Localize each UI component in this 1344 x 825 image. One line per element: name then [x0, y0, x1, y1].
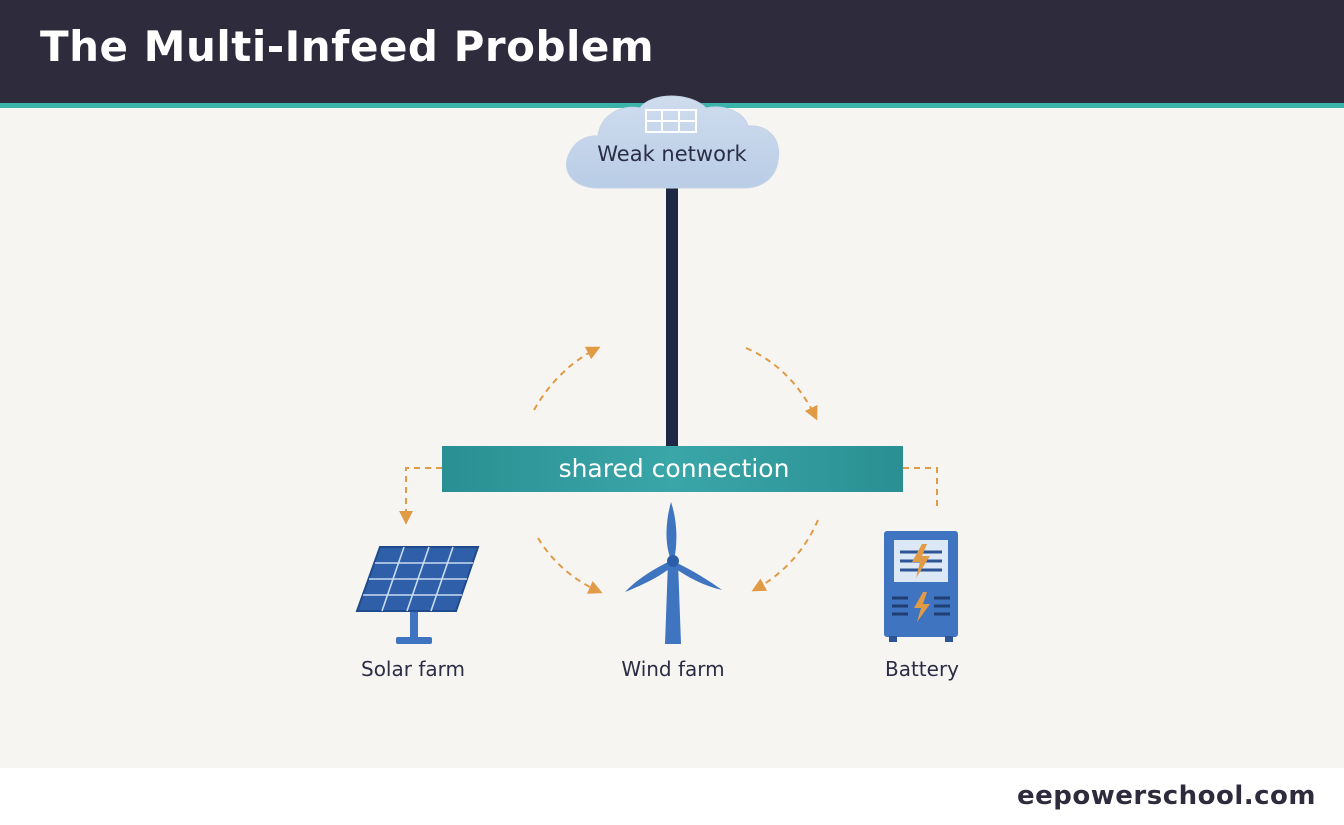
arrow-upper-left	[533, 346, 601, 411]
weak-network-label: Weak network	[597, 142, 747, 166]
arrow-lower-left	[537, 537, 603, 594]
arrow-upper-right	[745, 347, 818, 421]
footer-brand: eepowerschool.com	[1017, 781, 1316, 811]
wind-farm-label: Wind farm	[621, 657, 724, 681]
battery-storage-icon	[884, 531, 958, 642]
solar-farm-label: Solar farm	[361, 657, 465, 681]
arrow-right-connector	[903, 467, 938, 508]
arrow-left-connector	[399, 467, 442, 525]
page-title: The Multi-Infeed Problem	[40, 22, 655, 71]
grid-icon	[645, 109, 697, 133]
network-feeder-line	[666, 180, 678, 448]
weak-network-cloud: Weak network	[566, 95, 780, 189]
arrow-lower-right	[751, 519, 819, 592]
interaction-arrows	[399, 346, 938, 594]
header-bar: The Multi-Infeed Problem	[0, 0, 1344, 103]
shared-connection-bus: shared connection	[442, 446, 903, 492]
battery-label: Battery	[885, 657, 959, 681]
shared-connection-label: shared connection	[559, 454, 790, 483]
wind-turbine-icon	[625, 502, 722, 644]
footer-bar: eepowerschool.com	[0, 768, 1344, 825]
solar-panel-icon	[355, 546, 480, 644]
